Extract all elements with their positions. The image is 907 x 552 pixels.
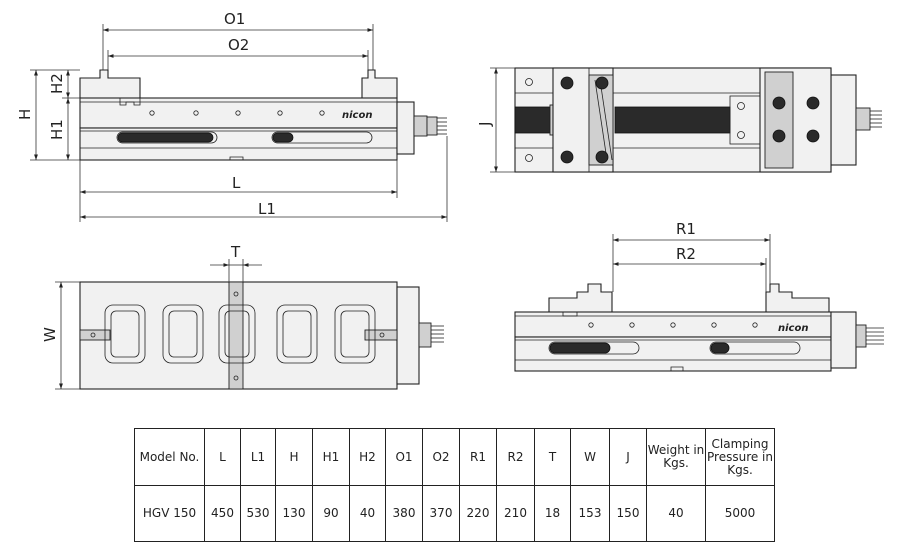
table-header-cell: L1 xyxy=(240,428,276,486)
dim-label-w: W xyxy=(41,327,59,342)
table-header-cell: Weight in Kgs. xyxy=(646,428,706,486)
table-cell: 90 xyxy=(312,485,350,542)
table-header-cell: J xyxy=(609,428,647,486)
dim-label-r1: R1 xyxy=(676,220,696,238)
side-view xyxy=(514,283,884,372)
front-view xyxy=(79,69,447,161)
table-header-cell: W xyxy=(570,428,610,486)
table-header-cell: Clamping Pressure in Kgs. xyxy=(705,428,775,486)
table-cell: 370 xyxy=(422,485,460,542)
dim-label-r2: R2 xyxy=(676,245,696,263)
table-header-cell: R1 xyxy=(459,428,497,486)
dim-label-l: L xyxy=(232,174,241,192)
table-header-cell: R2 xyxy=(496,428,535,486)
dim-label-o1: O1 xyxy=(224,10,245,28)
table-cell: 5000 xyxy=(705,485,775,542)
table-cell: 380 xyxy=(385,485,423,542)
table-header-cell: H1 xyxy=(312,428,350,486)
table-header-cell: L xyxy=(204,428,241,486)
table-cell: 153 xyxy=(570,485,610,542)
table-cell: 130 xyxy=(275,485,313,542)
table-header-cell: Model No. xyxy=(134,428,205,486)
dim-label-o2: O2 xyxy=(228,36,249,54)
table-cell: 40 xyxy=(349,485,386,542)
bottom-view xyxy=(79,281,444,390)
table-header-cell: O2 xyxy=(422,428,460,486)
table-header-cell: H xyxy=(275,428,313,486)
table-header-row: Model No. L L1 H H1 H2 O1 O2 R1 R2 T W J… xyxy=(134,428,775,486)
table-header-cell: H2 xyxy=(349,428,386,486)
dim-label-h: H xyxy=(16,109,34,120)
dim-label-j: J xyxy=(476,122,494,127)
table-row: HGV 150 450 530 130 90 40 380 370 220 21… xyxy=(134,485,775,542)
top-view xyxy=(514,67,882,173)
dim-label-h2: H2 xyxy=(48,73,66,94)
table-cell: 450 xyxy=(204,485,241,542)
table-cell: HGV 150 xyxy=(134,485,205,542)
brand-logo: nicon xyxy=(342,110,372,121)
table-header-cell: O1 xyxy=(385,428,423,486)
dim-label-h1: H1 xyxy=(48,119,66,140)
brand-logo-side: nicon xyxy=(778,323,808,334)
table-cell: 210 xyxy=(496,485,535,542)
table-cell: 530 xyxy=(240,485,276,542)
table-cell: 150 xyxy=(609,485,647,542)
table-cell: 40 xyxy=(646,485,706,542)
table-header-cell: T xyxy=(534,428,571,486)
table-cell: 18 xyxy=(534,485,571,542)
dim-label-l1: L1 xyxy=(258,200,276,218)
spec-table: Model No. L L1 H H1 H2 O1 O2 R1 R2 T W J… xyxy=(134,428,775,542)
table-cell: 220 xyxy=(459,485,497,542)
dim-label-t: T xyxy=(230,243,241,261)
